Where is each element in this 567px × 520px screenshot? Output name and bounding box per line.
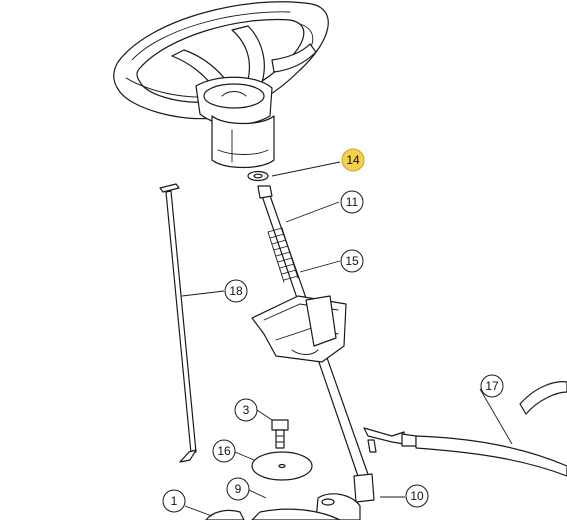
leader-lines: [181, 161, 513, 517]
tie-rod-cable: [363, 381, 567, 477]
callout-18[interactable]: 18: [224, 279, 248, 303]
svg-text:11: 11: [346, 195, 359, 209]
disc: [251, 451, 313, 481]
callout-17[interactable]: 17: [480, 374, 504, 398]
callout-9[interactable]: 9: [226, 477, 250, 501]
washer: [247, 170, 269, 182]
control-rod: [159, 183, 197, 463]
callout-14[interactable]: 14: [341, 148, 365, 172]
svg-text:1: 1: [171, 494, 178, 508]
column-bracket: [251, 295, 347, 363]
callout-1[interactable]: 1: [162, 489, 186, 513]
svg-text:16: 16: [217, 444, 231, 458]
svg-text:18: 18: [229, 284, 243, 298]
svg-text:10: 10: [410, 489, 424, 503]
callout-16[interactable]: 16: [212, 439, 236, 463]
callout-14-label: 14: [346, 153, 360, 167]
svg-text:17: 17: [485, 379, 499, 393]
callout-11[interactable]: 11: [340, 190, 364, 214]
bolt: [271, 419, 289, 449]
callout-3[interactable]: 3: [234, 398, 258, 422]
svg-text:15: 15: [345, 254, 359, 268]
callout-15[interactable]: 15: [340, 249, 364, 273]
callout-14-circle: [341, 148, 365, 172]
svg-text:3: 3: [243, 403, 250, 417]
svg-text:9: 9: [235, 482, 242, 496]
bottom-assembly: [205, 473, 375, 520]
steering-wheel: [113, 1, 329, 169]
callout-10[interactable]: 10: [405, 484, 429, 508]
shaft-spring: [267, 227, 299, 283]
